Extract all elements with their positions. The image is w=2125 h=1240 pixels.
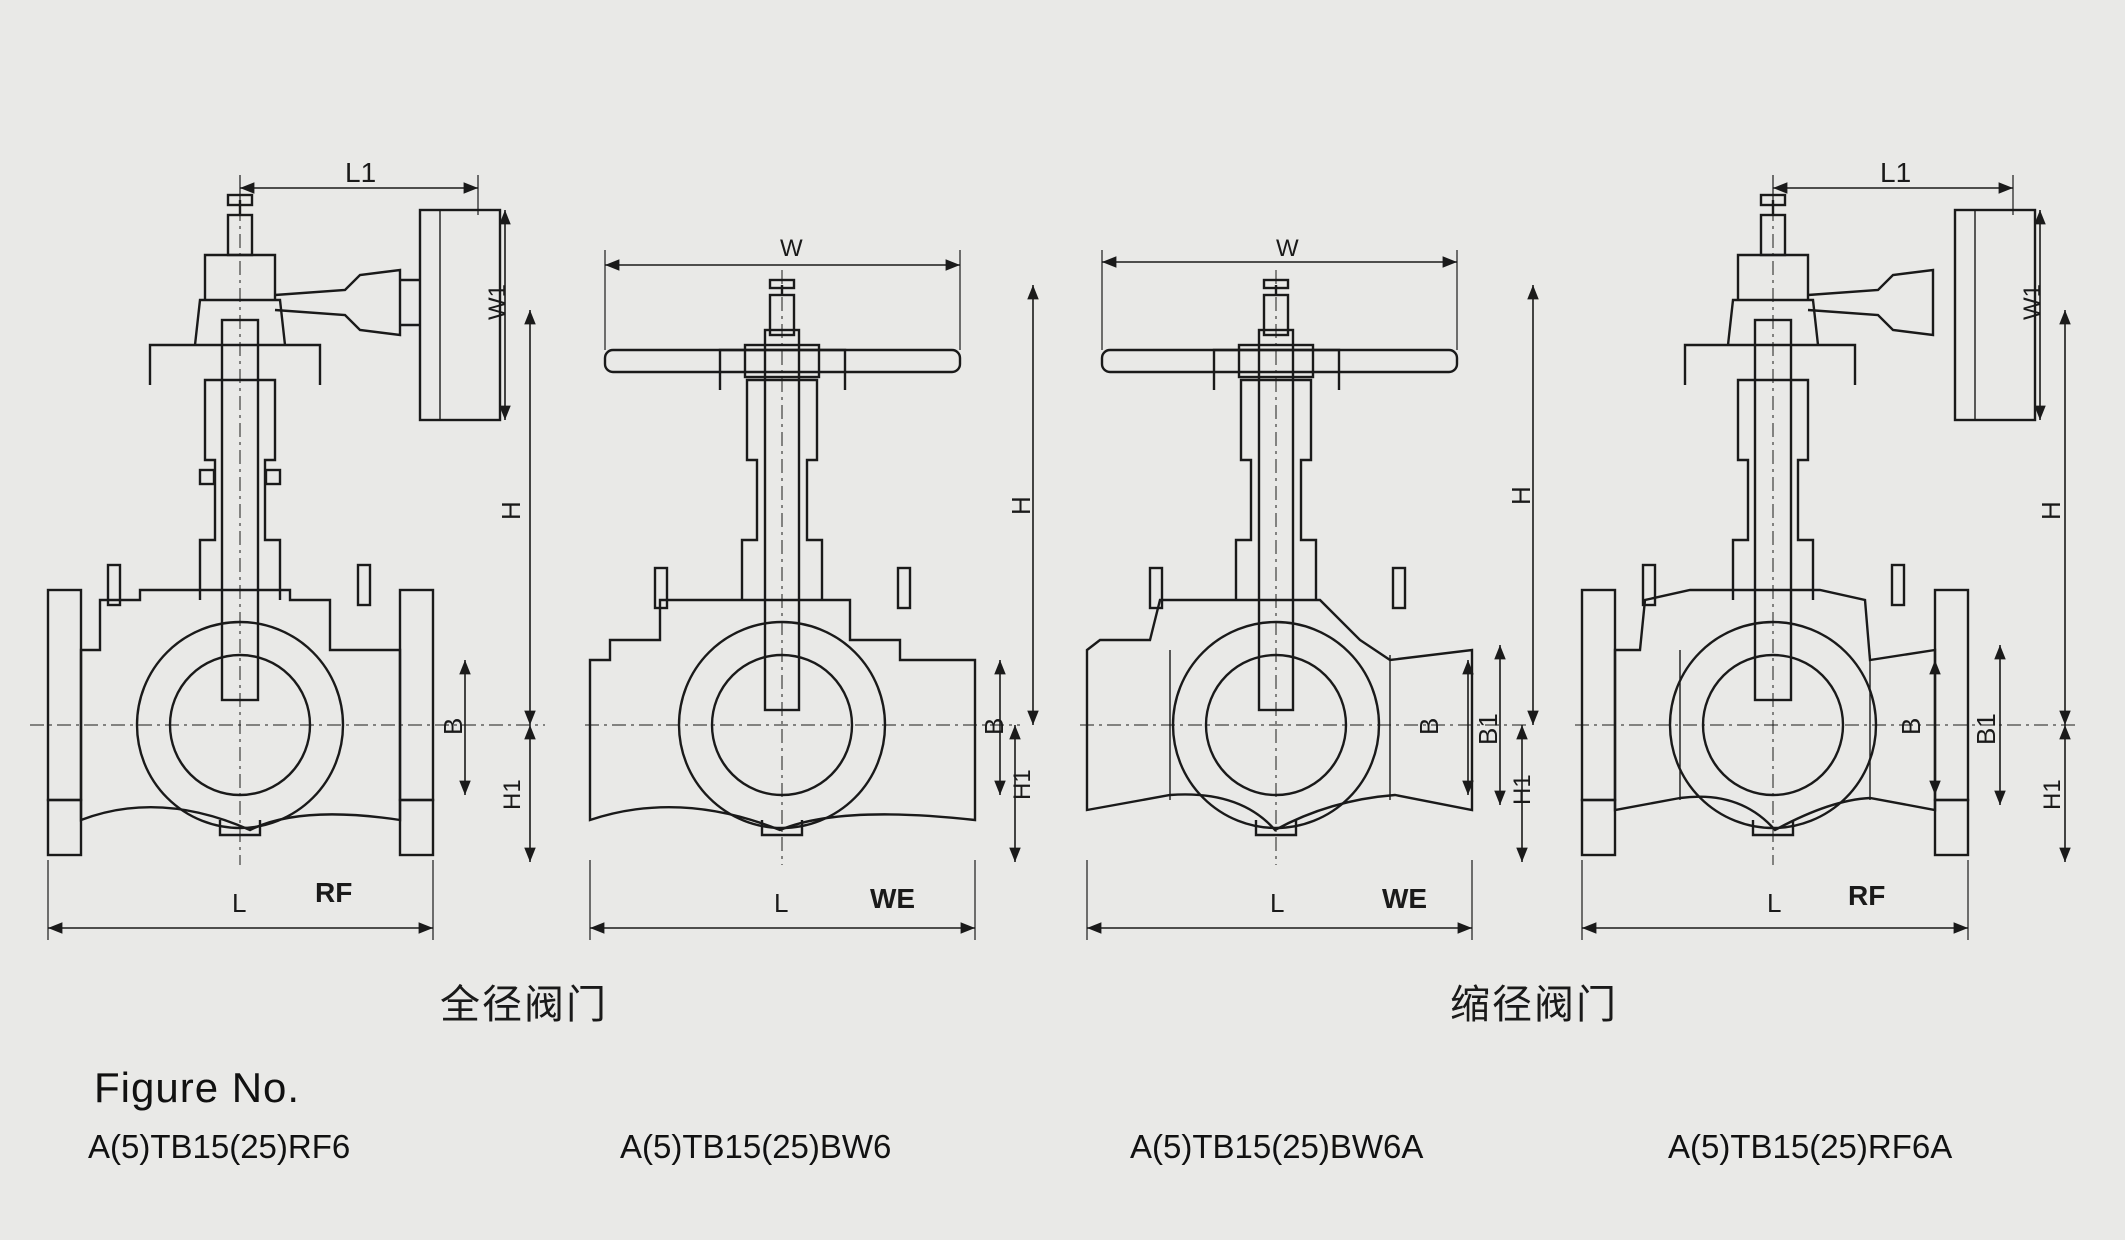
valve-drawing-rf6 [30,175,545,940]
label-L1: L1 [345,157,376,188]
figure-number-rf6a: A(5)TB15(25)RF6A [1668,1128,1953,1165]
label-H1: H1 [1009,769,1036,800]
caption-full-bore: 全径阀门 [440,982,608,1028]
label-H: H [2036,501,2066,520]
label-L: L [232,888,246,918]
label-W1: W1 [2019,284,2046,320]
end-type-label: WE [1382,883,1427,914]
label-L1: L1 [1880,157,1911,188]
label-H: H [1006,496,1036,515]
end-type-label: RF [315,877,352,908]
end-type-label: RF [1848,880,1885,911]
figure-number-rf6: A(5)TB15(25)RF6 [88,1128,351,1165]
caption-reduced-bore: 缩径阀门 [1450,982,1618,1028]
label-B: B [979,718,1009,735]
label-B: B [1414,718,1444,735]
label-H1: H1 [2039,779,2066,810]
label-B: B [1896,718,1926,735]
label-B1: B1 [1971,713,2001,745]
end-type-label: WE [870,883,915,914]
figure-number-bw6a: A(5)TB15(25)BW6A [1130,1128,1424,1165]
label-B: B [438,718,468,735]
label-L: L [1270,888,1284,918]
label-L: L [1767,888,1781,918]
label-H1: H1 [499,779,526,810]
dimension-labels-rf6: L1 W1 H B H1 L RF [232,157,526,918]
label-W: W [780,235,803,262]
dimension-labels-bw6a: W H B B1 H1 L WE [1270,235,1536,918]
valve-drawing-bw6 [585,250,1039,940]
label-H1: H1 [1509,774,1536,805]
label-H: H [496,501,526,520]
valve-drawing-bw6a [1080,250,1539,940]
dimension-labels-bw6: W H B H1 L WE [774,235,1036,918]
label-B1: B1 [1473,713,1503,745]
label-L: L [774,888,788,918]
dimension-labels-rf6a: L1 W1 H B B1 H1 L RF [1767,157,2066,918]
label-W: W [1276,235,1299,262]
figure-number-bw6: A(5)TB15(25)BW6 [620,1128,892,1165]
label-W1: W1 [484,284,511,320]
label-H: H [1506,486,1536,505]
valve-drawing-rf6a [1575,175,2080,940]
figure-number-title: Figure No. [94,1064,301,1111]
